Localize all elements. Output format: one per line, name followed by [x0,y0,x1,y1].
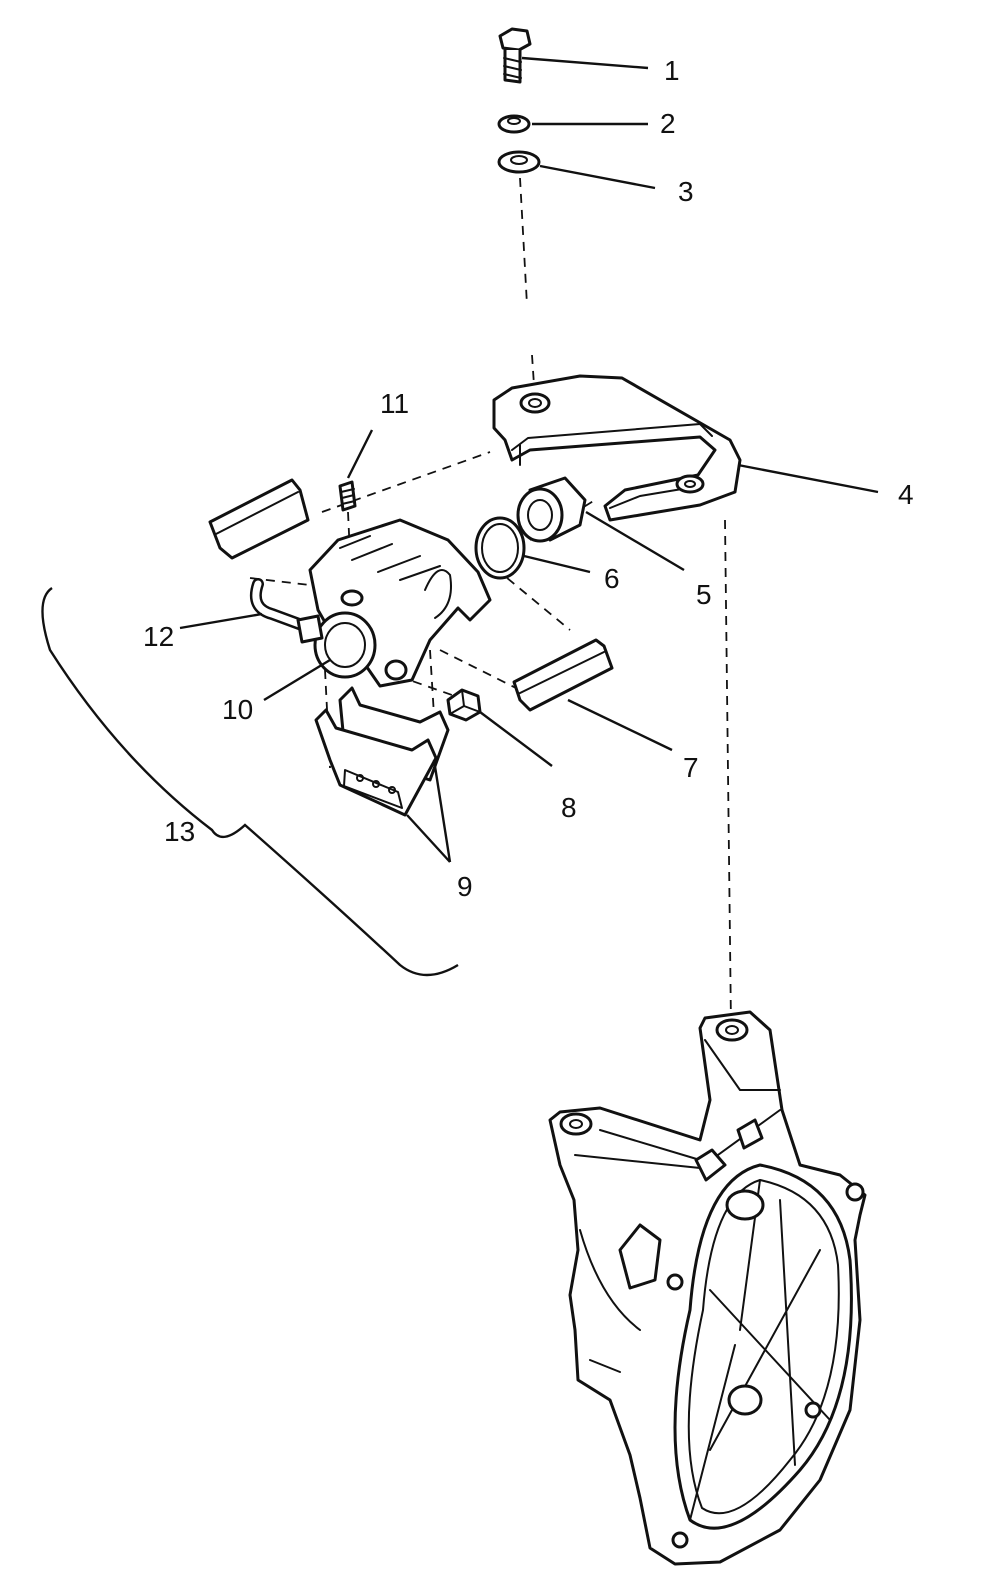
callout-4: 4 [898,479,914,510]
part-mounting-bracket [492,374,742,522]
callout-13: 13 [164,816,195,847]
callout-10: 10 [222,694,253,725]
callout-6: 6 [604,563,620,594]
part-lower-pad-shim [512,638,614,712]
callout-5: 5 [696,579,712,610]
callout-2: 2 [660,108,676,139]
callout-leader-lines [179,56,879,863]
part-bolt [498,27,532,84]
callout-1: 1 [664,55,680,86]
callout-9: 9 [457,871,473,902]
callout-7: 7 [683,752,699,783]
callout-12: 12 [143,621,174,652]
part-brake-pads [314,686,450,817]
part-brake-line [249,578,324,644]
part-nut [446,688,482,722]
part-piston-seal [474,516,526,580]
caliper-assembly-brace [41,587,459,977]
callout-3: 3 [678,176,694,207]
part-upper-pad-shim [208,478,310,560]
part-bleeder-screw [338,480,357,512]
callout-labels: 1 2 3 4 5 6 7 8 9 10 11 12 13 [143,55,914,902]
part-lock-washer [497,114,531,134]
callout-8: 8 [561,792,577,823]
part-chaincase-housing [548,1010,867,1566]
callout-11: 11 [380,388,409,419]
part-caliper-body [308,518,492,688]
part-flat-washer [497,150,541,174]
part-piston [516,476,587,543]
